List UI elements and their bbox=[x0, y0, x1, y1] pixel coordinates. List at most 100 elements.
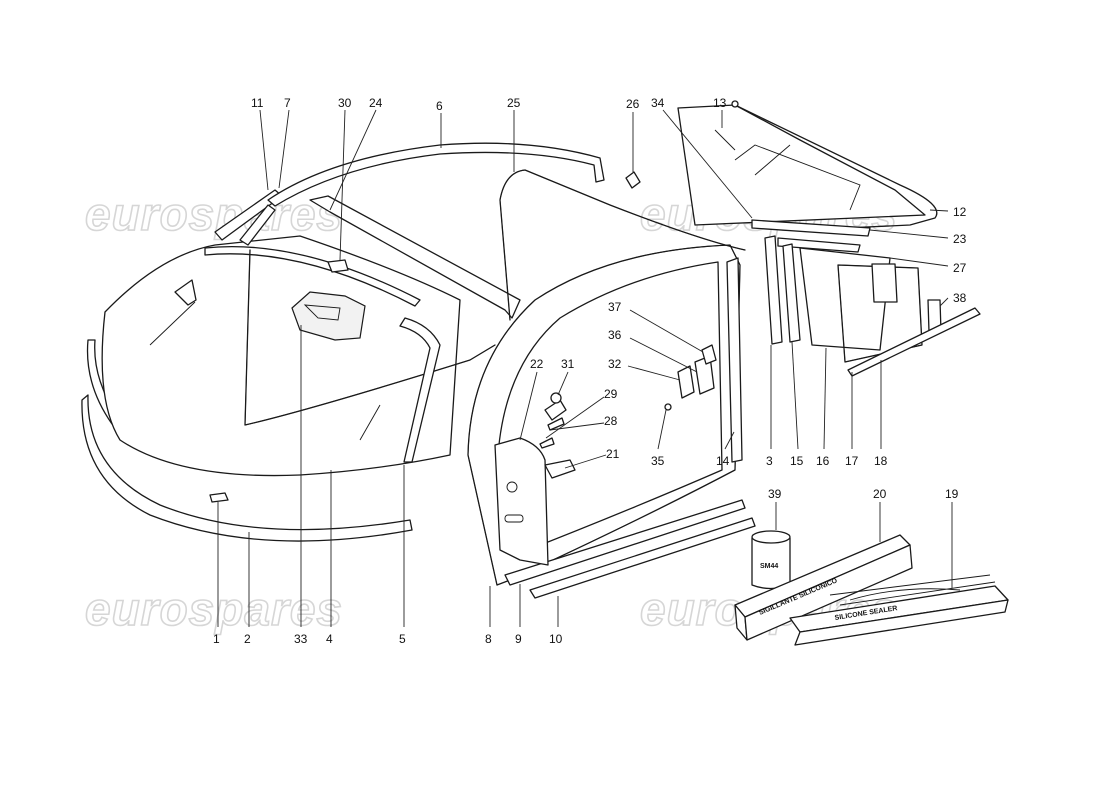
leader-34 bbox=[662, 109, 753, 219]
watermark-bottom-left: eurospares bbox=[85, 583, 343, 635]
callout-34: 34 bbox=[651, 96, 665, 110]
seal-end-cap bbox=[731, 100, 739, 108]
rear-window-seal bbox=[734, 104, 938, 229]
callout-33: 33 bbox=[294, 632, 308, 646]
callout-16: 16 bbox=[816, 454, 830, 468]
sealer-kit-pattern bbox=[829, 574, 996, 606]
callout-17: 17 bbox=[845, 454, 859, 468]
leader-30 bbox=[339, 109, 346, 261]
quarter-bracket bbox=[871, 263, 898, 303]
leader-23 bbox=[869, 229, 949, 239]
panel-hole bbox=[506, 481, 518, 493]
quarter-strip-c bbox=[782, 243, 801, 343]
callout-38: 38 bbox=[953, 291, 967, 305]
callout-22: 22 bbox=[530, 357, 544, 371]
leader-15 bbox=[791, 341, 799, 450]
spring-clip bbox=[539, 437, 555, 449]
leader-37 bbox=[629, 309, 704, 353]
quarter-glass bbox=[799, 247, 891, 351]
door-latch bbox=[544, 459, 576, 479]
windscreen-assembly bbox=[81, 189, 521, 542]
quarter-seal-inner bbox=[499, 169, 746, 321]
leader-27 bbox=[889, 257, 949, 267]
callout-37: 37 bbox=[608, 300, 622, 314]
a-pillar-trim-right bbox=[239, 204, 276, 246]
callout-30: 30 bbox=[338, 96, 352, 110]
callout-32: 32 bbox=[608, 357, 622, 371]
leader-29 bbox=[545, 396, 605, 439]
locking-bolt bbox=[547, 417, 565, 431]
rear-glass-reflection-1 bbox=[714, 129, 736, 151]
roof-seal bbox=[267, 142, 605, 207]
callout-35: 35 bbox=[651, 454, 665, 468]
callout-39: 39 bbox=[768, 487, 782, 501]
quarter-light-assembly bbox=[764, 235, 981, 377]
callout-13: 13 bbox=[713, 96, 727, 110]
leader-21 bbox=[564, 454, 607, 469]
sealer-kit-box-top bbox=[794, 599, 1009, 646]
leader-11 bbox=[259, 109, 269, 191]
callout-36: 36 bbox=[608, 328, 622, 342]
callout-8: 8 bbox=[485, 632, 492, 646]
callout-2: 2 bbox=[244, 632, 251, 646]
quarter-strip-a bbox=[764, 235, 783, 345]
callout-25: 25 bbox=[507, 96, 521, 110]
leader-35 bbox=[657, 409, 667, 450]
leader-32 bbox=[627, 365, 681, 381]
leader-12 bbox=[929, 209, 949, 212]
windscreen-seal-inner bbox=[244, 249, 496, 426]
sill-finisher bbox=[529, 517, 756, 599]
callout-27: 27 bbox=[953, 261, 967, 275]
windscreen-upper-frame bbox=[309, 195, 521, 319]
leader-24 bbox=[329, 109, 377, 211]
callout-19: 19 bbox=[945, 487, 959, 501]
leader-16 bbox=[823, 347, 827, 450]
callout-21: 21 bbox=[606, 447, 620, 461]
rear-window-glass bbox=[677, 104, 926, 226]
lower-finisher-strip bbox=[81, 394, 413, 542]
callout-20: 20 bbox=[873, 487, 887, 501]
callout-6: 6 bbox=[436, 99, 443, 113]
callout-labels: 1 2 3 4 5 6 7 8 9 10 11 12 13 14 15 16 1… bbox=[213, 96, 967, 646]
sealant-can-label: SM44 bbox=[760, 563, 778, 570]
screw bbox=[664, 403, 672, 411]
callout-3: 3 bbox=[766, 454, 773, 468]
leader-7 bbox=[278, 109, 290, 189]
rear-view-mirror bbox=[291, 291, 366, 341]
door-lock-panel bbox=[494, 437, 549, 566]
small-clip bbox=[625, 171, 641, 189]
leader-36 bbox=[629, 337, 698, 373]
moulding-clip bbox=[209, 492, 229, 503]
leader-lines bbox=[217, 109, 953, 627]
hinge-plate bbox=[677, 365, 695, 399]
callout-10: 10 bbox=[549, 632, 563, 646]
rear-trim-strip bbox=[751, 219, 871, 237]
callout-18: 18 bbox=[874, 454, 888, 468]
callout-15: 15 bbox=[790, 454, 804, 468]
callout-11: 11 bbox=[251, 96, 264, 110]
callout-28: 28 bbox=[604, 414, 618, 428]
lock-pin bbox=[550, 392, 562, 404]
callout-29: 29 bbox=[604, 387, 618, 401]
callout-4: 4 bbox=[326, 632, 333, 646]
hinge-cover bbox=[701, 344, 717, 365]
door-vertical-seal bbox=[726, 257, 743, 463]
rear-window-assembly bbox=[677, 100, 938, 237]
quarter-strip-b bbox=[777, 237, 861, 253]
panel-slot bbox=[504, 514, 524, 523]
callout-5: 5 bbox=[399, 632, 406, 646]
callout-7: 7 bbox=[284, 96, 291, 110]
top-moulding bbox=[204, 245, 421, 307]
sill-strip bbox=[504, 499, 746, 586]
glass-reflection-2 bbox=[359, 404, 381, 441]
glass-reflection-1 bbox=[149, 301, 196, 346]
callout-1: 1 bbox=[213, 632, 220, 646]
quarter-finisher bbox=[847, 307, 981, 377]
rear-glass-inner-edge bbox=[734, 144, 861, 211]
callout-26: 26 bbox=[626, 97, 640, 111]
watermark-top-left: eurospares bbox=[85, 188, 343, 240]
roof-seal-assembly bbox=[267, 142, 605, 207]
sun-visor-pad bbox=[327, 259, 349, 273]
callout-23: 23 bbox=[953, 232, 967, 246]
